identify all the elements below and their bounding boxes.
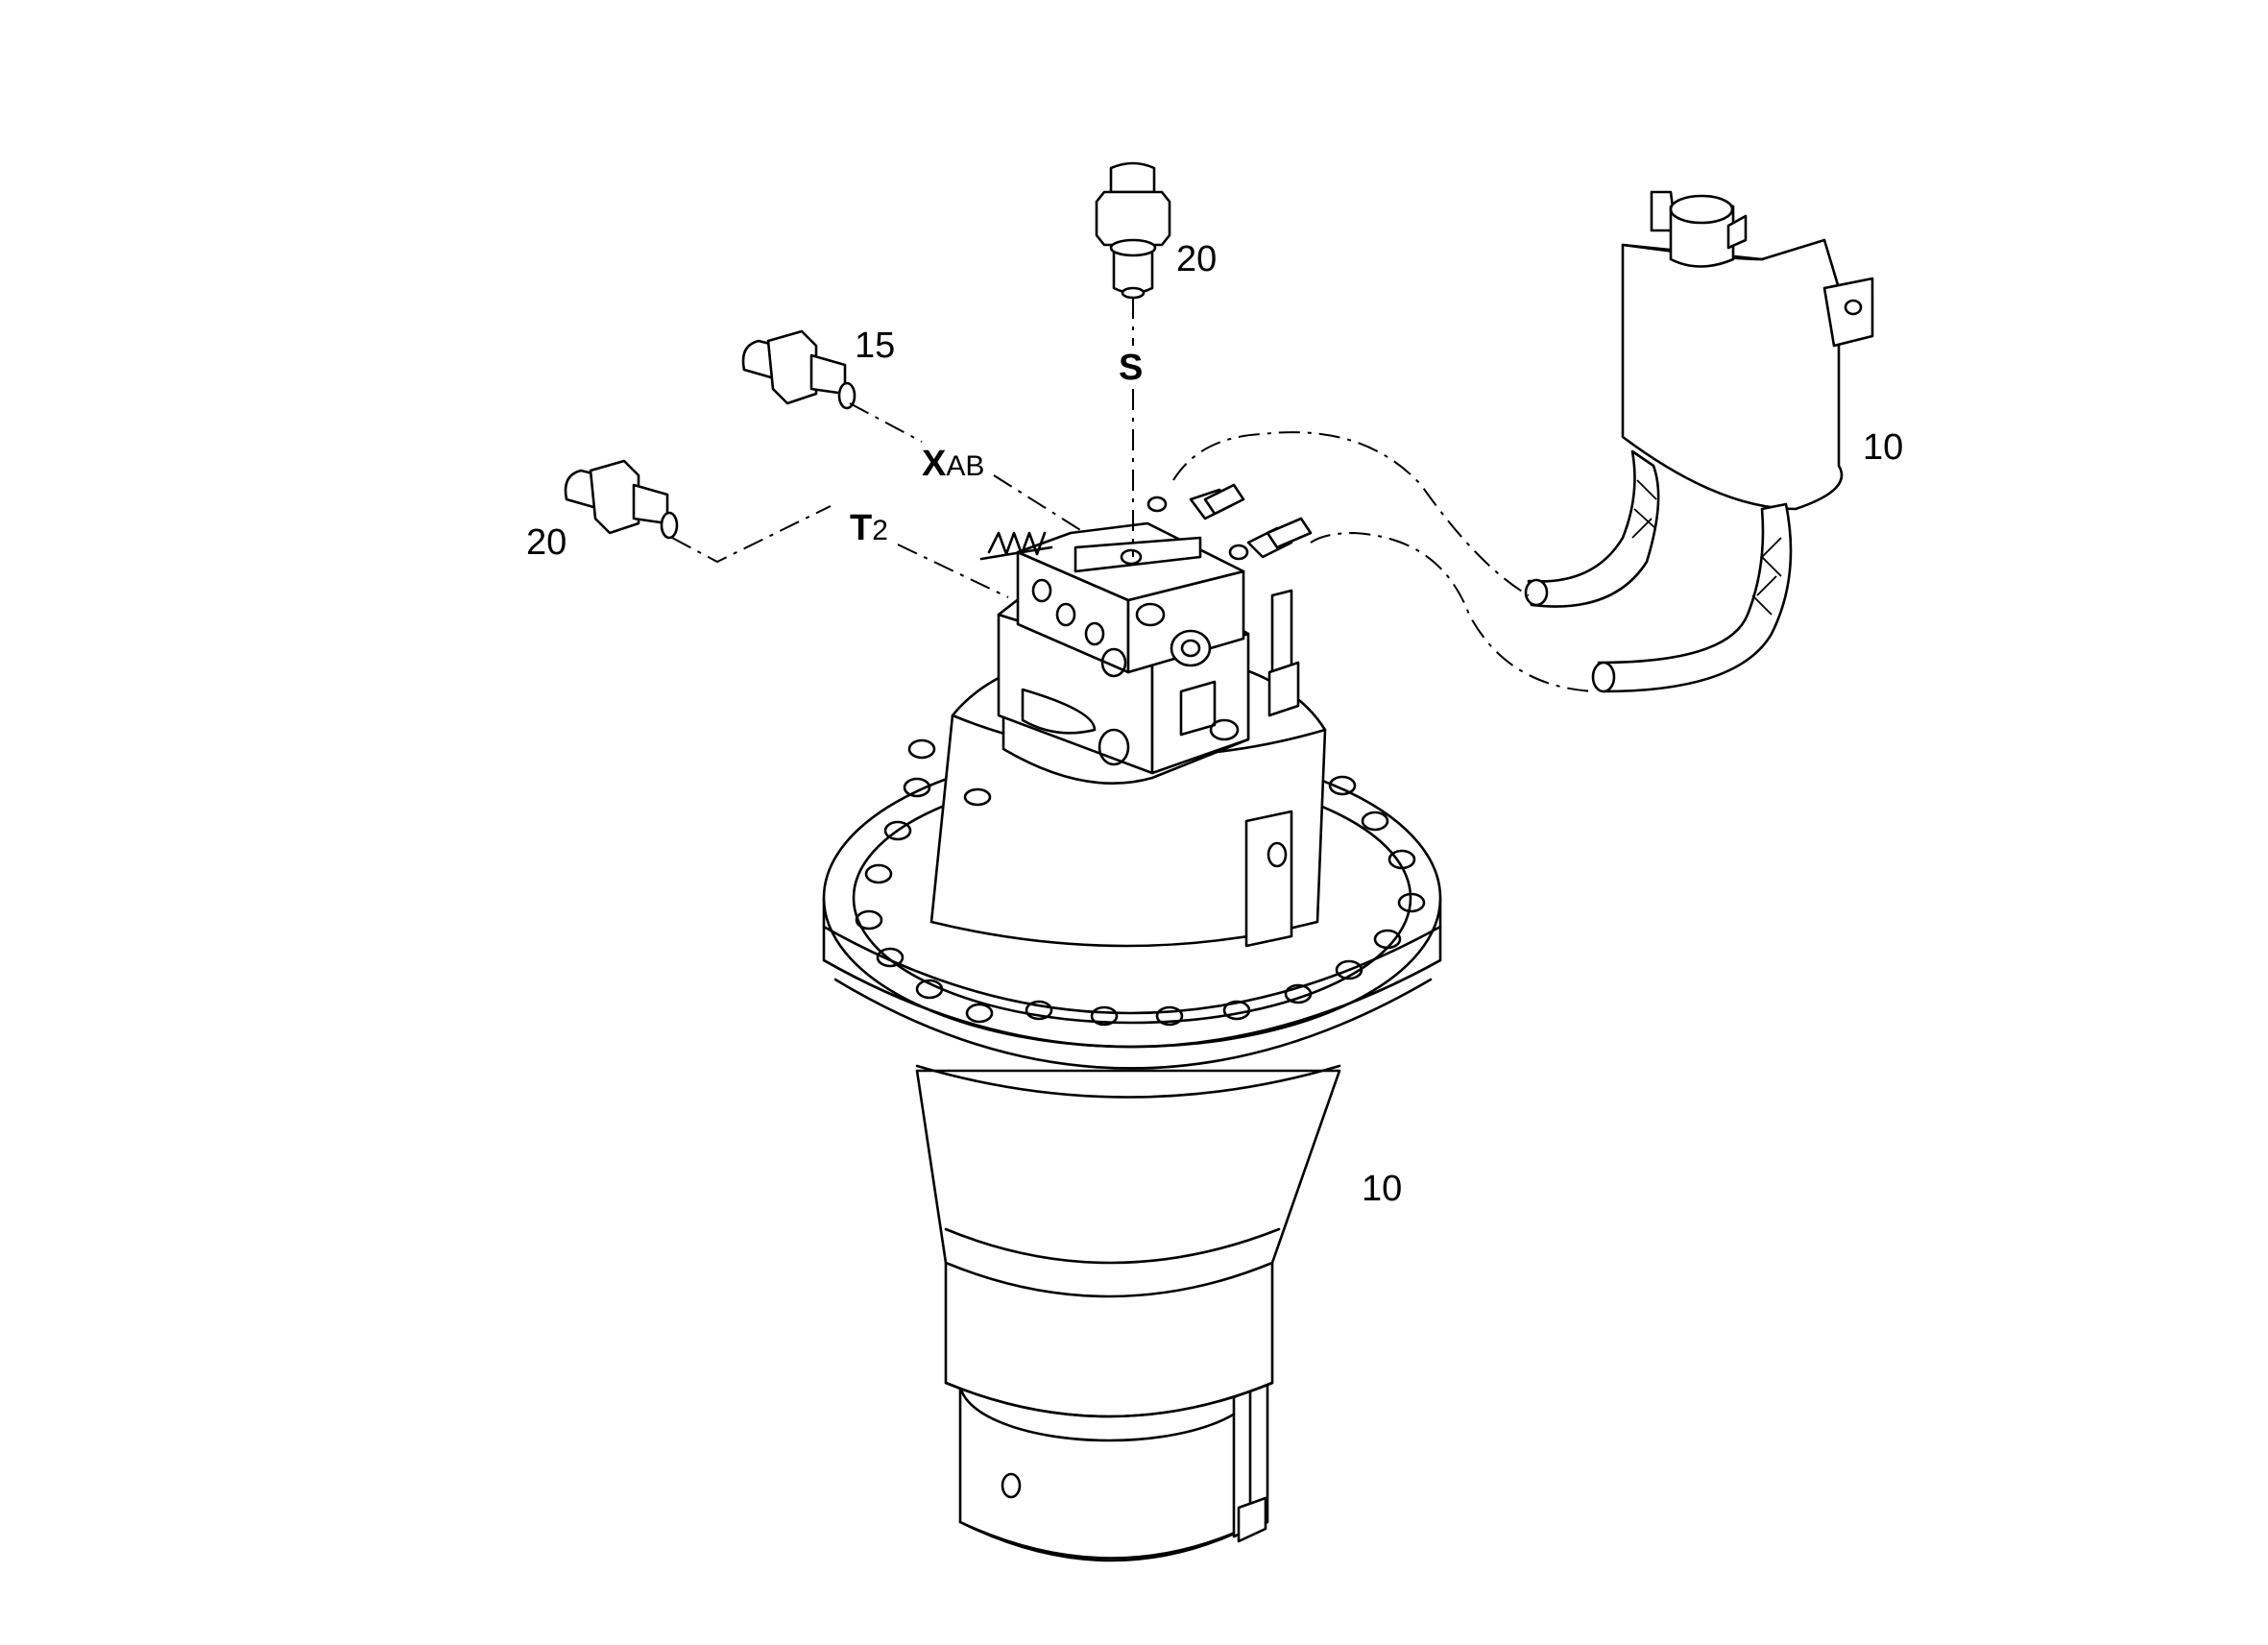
fitting-left-top xyxy=(741,329,857,410)
port-label-main: T xyxy=(850,508,872,548)
fitting-top xyxy=(1095,161,1171,300)
callout-number: 20 xyxy=(1176,239,1217,279)
flange-bolt-holes xyxy=(855,738,1426,1027)
fitting-left-bottom xyxy=(564,459,679,540)
sensor-harness-drawing xyxy=(1524,190,1874,693)
port-label-xab: XAB xyxy=(922,444,984,484)
port-label-main: S xyxy=(1119,348,1143,388)
travel-motor-drawing xyxy=(822,483,1442,1562)
port-label-t2: T2 xyxy=(850,508,888,548)
callout-number: 10 xyxy=(1863,427,1903,468)
callout-number: 20 xyxy=(526,522,567,563)
callout-number: 10 xyxy=(1362,1169,1402,1209)
leader-lines xyxy=(671,298,1595,692)
port-label-main: X xyxy=(922,444,947,484)
port-label-subscript: AB xyxy=(946,450,984,482)
callout-number: 15 xyxy=(855,326,895,366)
port-label-s: S xyxy=(1119,348,1143,388)
port-label-subscript: 2 xyxy=(872,515,888,546)
